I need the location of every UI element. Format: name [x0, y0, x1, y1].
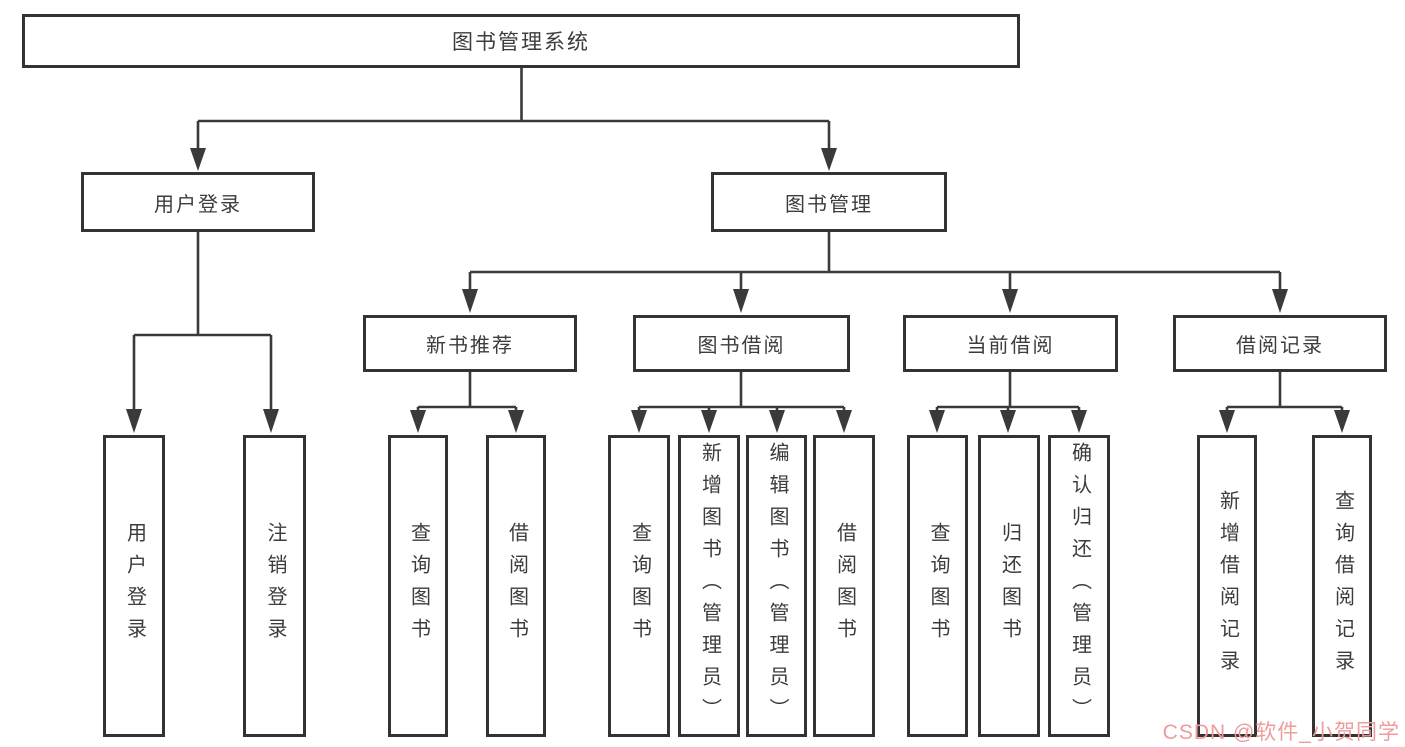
leaf-edit-book-admin-label: 编辑图书（管理员） [766, 442, 788, 730]
node-current-borrow: 当前借阅 [903, 315, 1118, 372]
node-borrow-records: 借阅记录 [1173, 315, 1387, 372]
leaf-borrow-book-label: 借阅图书 [833, 522, 856, 650]
leaf-user-login: 用户登录 [103, 435, 165, 737]
leaf-recommend-borrow-book-label: 借阅图书 [505, 522, 528, 650]
leaf-return-book-label: 归还图书 [998, 522, 1021, 650]
leaf-query-borrow-record-label: 查询借阅记录 [1331, 490, 1354, 682]
leaf-add-book-admin: 新增图书（管理员） [678, 435, 740, 737]
node-current-borrow-label: 当前借阅 [966, 335, 1055, 357]
node-user-login-label: 用户登录 [154, 193, 242, 216]
leaf-edit-book-admin: 编辑图书（管理员） [746, 435, 807, 737]
leaf-recommend-query-book-label: 查询图书 [407, 522, 430, 650]
leaf-recommend-borrow-book: 借阅图书 [486, 435, 546, 737]
leaf-current-query-book-label: 查询图书 [927, 522, 949, 650]
leaf-logout-label: 注销登录 [264, 522, 286, 650]
leaf-add-book-admin-label: 新增图书（管理员） [698, 442, 721, 730]
leaf-return-book: 归还图书 [978, 435, 1040, 737]
leaf-query-borrow-record: 查询借阅记录 [1312, 435, 1372, 737]
leaf-add-borrow-record-label: 新增借阅记录 [1216, 490, 1239, 682]
node-root-system: 图书管理系统 [22, 14, 1020, 68]
node-user-login: 用户登录 [81, 172, 315, 232]
leaf-user-login-label: 用户登录 [123, 522, 146, 650]
node-book-management-label: 图书管理 [785, 193, 873, 216]
node-new-book-recommend-label: 新书推荐 [426, 335, 514, 357]
node-root-system-label: 图书管理系统 [452, 31, 590, 54]
node-book-borrow-label: 图书借阅 [697, 335, 786, 357]
node-borrow-records-label: 借阅记录 [1236, 335, 1324, 357]
node-book-management: 图书管理 [711, 172, 947, 232]
leaf-borrow-query-book: 查询图书 [608, 435, 670, 737]
leaf-borrow-book: 借阅图书 [813, 435, 875, 737]
leaf-confirm-return-admin-label: 确认归还（管理员） [1068, 442, 1091, 730]
leaf-current-query-book: 查询图书 [907, 435, 968, 737]
csdn-watermark: CSDN @软件_小贺同学 [1162, 721, 1400, 744]
node-book-borrow: 图书借阅 [633, 315, 850, 372]
node-new-book-recommend: 新书推荐 [363, 315, 577, 372]
leaf-logout: 注销登录 [243, 435, 306, 737]
leaf-add-borrow-record: 新增借阅记录 [1197, 435, 1257, 737]
leaf-confirm-return-admin: 确认归还（管理员） [1048, 435, 1110, 737]
leaf-borrow-query-book-label: 查询图书 [628, 522, 651, 650]
leaf-recommend-query-book: 查询图书 [388, 435, 448, 737]
